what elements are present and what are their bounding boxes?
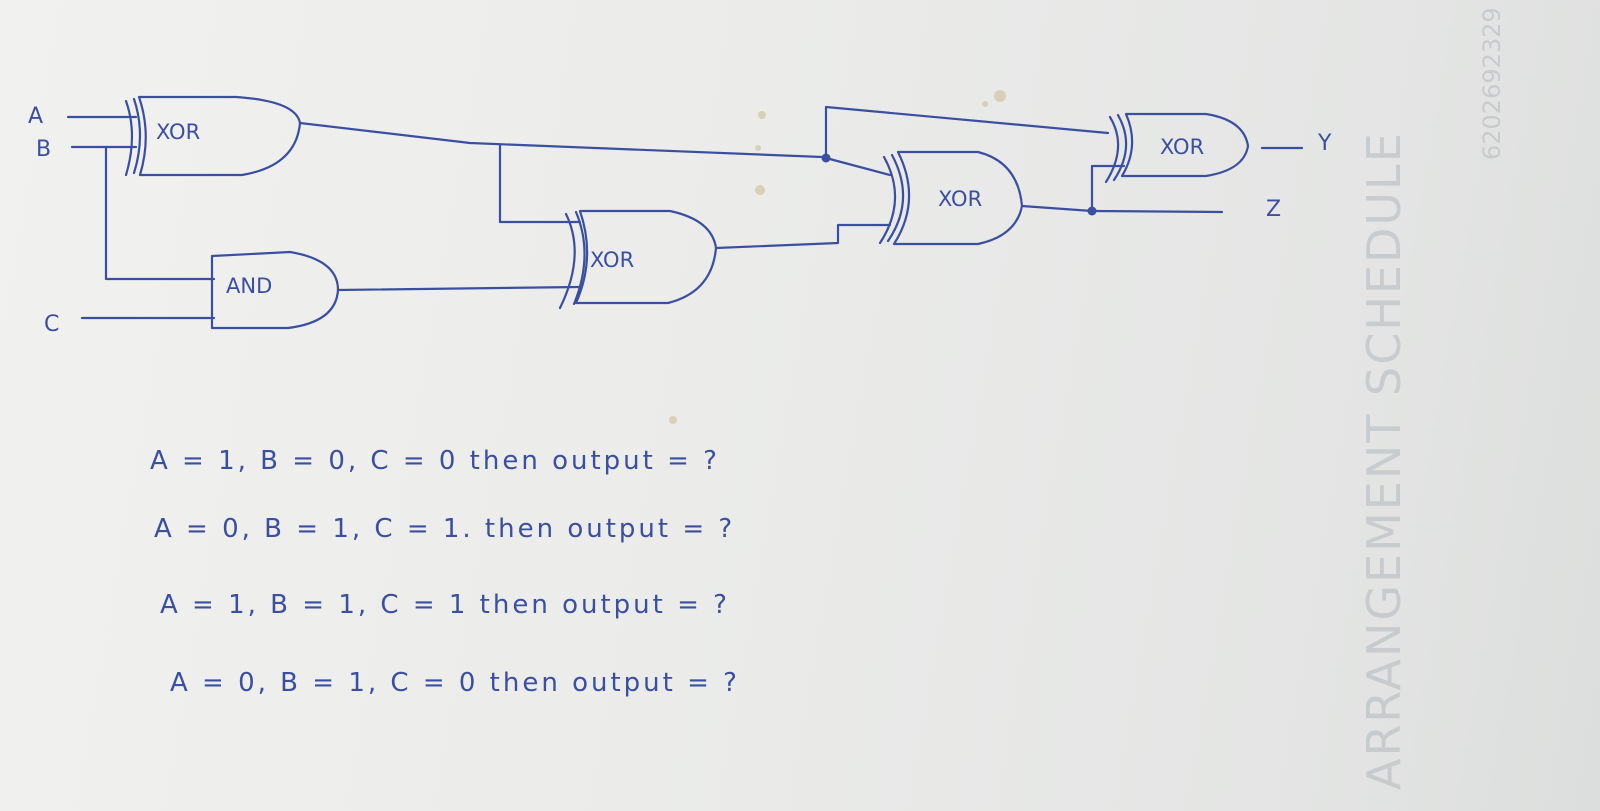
- background-serial: 6202692329: [1478, 7, 1506, 160]
- wire-xor1-to-xor2: [498, 143, 582, 224]
- input-label-a: A: [28, 104, 43, 129]
- wire-output-z: [1090, 209, 1224, 214]
- question-3: A = 1, B = 1, C = 1 then output = ?: [160, 590, 730, 620]
- input-label-b: B: [36, 137, 51, 162]
- background-heading: ARRANGEMENT SCHEDULE: [1357, 131, 1411, 790]
- question-1: A = 1, B = 0, C = 0 then output = ?: [150, 446, 720, 476]
- output-label-y: Y: [1317, 131, 1332, 156]
- wire-xor2-out: [714, 223, 892, 250]
- gate-label-and: AND: [226, 274, 272, 298]
- wire-xor1-to-xor4: [824, 105, 1110, 160]
- gate-xor-3: XOR: [878, 150, 1024, 246]
- gate-xor-1: XOR: [124, 95, 302, 177]
- wire-xor3-out: [1020, 204, 1094, 213]
- gate-label-xor-1: XOR: [156, 120, 200, 144]
- question-4: A = 0, B = 1, C = 0 then output = ?: [170, 668, 740, 698]
- gate-label-xor-4: XOR: [1160, 135, 1204, 159]
- question-2: A = 0, B = 1, C = 1. then output = ?: [154, 514, 736, 544]
- gate-label-xor-2: XOR: [590, 248, 634, 272]
- gate-xor-4: XOR: [1104, 112, 1250, 184]
- paper-stains: [669, 90, 1006, 424]
- wire-xor1-to-xor3: [824, 156, 892, 177]
- gate-label-xor-3: XOR: [938, 187, 982, 211]
- output-label-z: Z: [1266, 197, 1281, 222]
- wire-b-to-and: [104, 145, 216, 281]
- wire-and-out: [336, 285, 582, 292]
- wire-xor1-out: [298, 121, 824, 159]
- input-label-c: C: [44, 312, 59, 337]
- show-through-print: ARRANGEMENT SCHEDULE 6202692329: [1357, 7, 1506, 790]
- gate-xor-2: XOR: [558, 209, 718, 310]
